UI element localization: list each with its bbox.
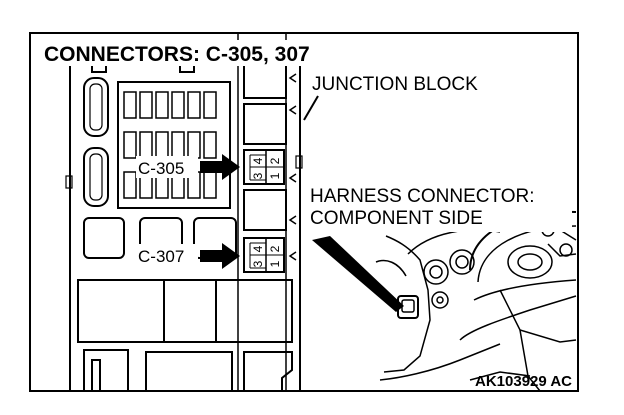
c307-label-bg	[136, 244, 198, 266]
c305-label: C-305	[138, 159, 184, 178]
c305-pin-1: 1	[268, 172, 282, 179]
c307-label: C-307	[138, 247, 184, 266]
junction-leader-line	[303, 95, 319, 121]
connector-c307: 4 2 1 3	[243, 237, 285, 273]
harness-leader-wedge	[312, 236, 404, 312]
junction-block-label: JUNCTION BLOCK	[312, 74, 478, 95]
harness-label-bg	[306, 184, 572, 232]
connector-c305: 4 2 1 3	[243, 149, 285, 185]
figure-id: AK103929 AC	[475, 373, 572, 390]
c305-arrow-icon	[200, 154, 240, 180]
c305-pin-3: 3	[251, 172, 265, 179]
c305-pin-4: 4	[251, 157, 265, 164]
page-title: CONNECTORS: C-305, 307	[44, 43, 310, 66]
c307-pin-1: 1	[268, 260, 282, 267]
c305-pin-2: 2	[268, 157, 282, 164]
junction-block	[65, 34, 303, 391]
dashboard-illustration	[375, 210, 577, 392]
c305-label-bg	[136, 156, 198, 178]
harness-label-line1: HARNESS CONNECTOR:	[310, 186, 535, 207]
c307-pin-3: 3	[251, 260, 265, 267]
c307-pin-4: 4	[251, 245, 265, 252]
outer-border	[29, 32, 579, 392]
title-bg	[40, 40, 358, 66]
c307-pin-2: 2	[268, 245, 282, 252]
harness-label-line2: COMPONENT SIDE	[310, 208, 483, 229]
c307-arrow-icon	[200, 243, 240, 269]
